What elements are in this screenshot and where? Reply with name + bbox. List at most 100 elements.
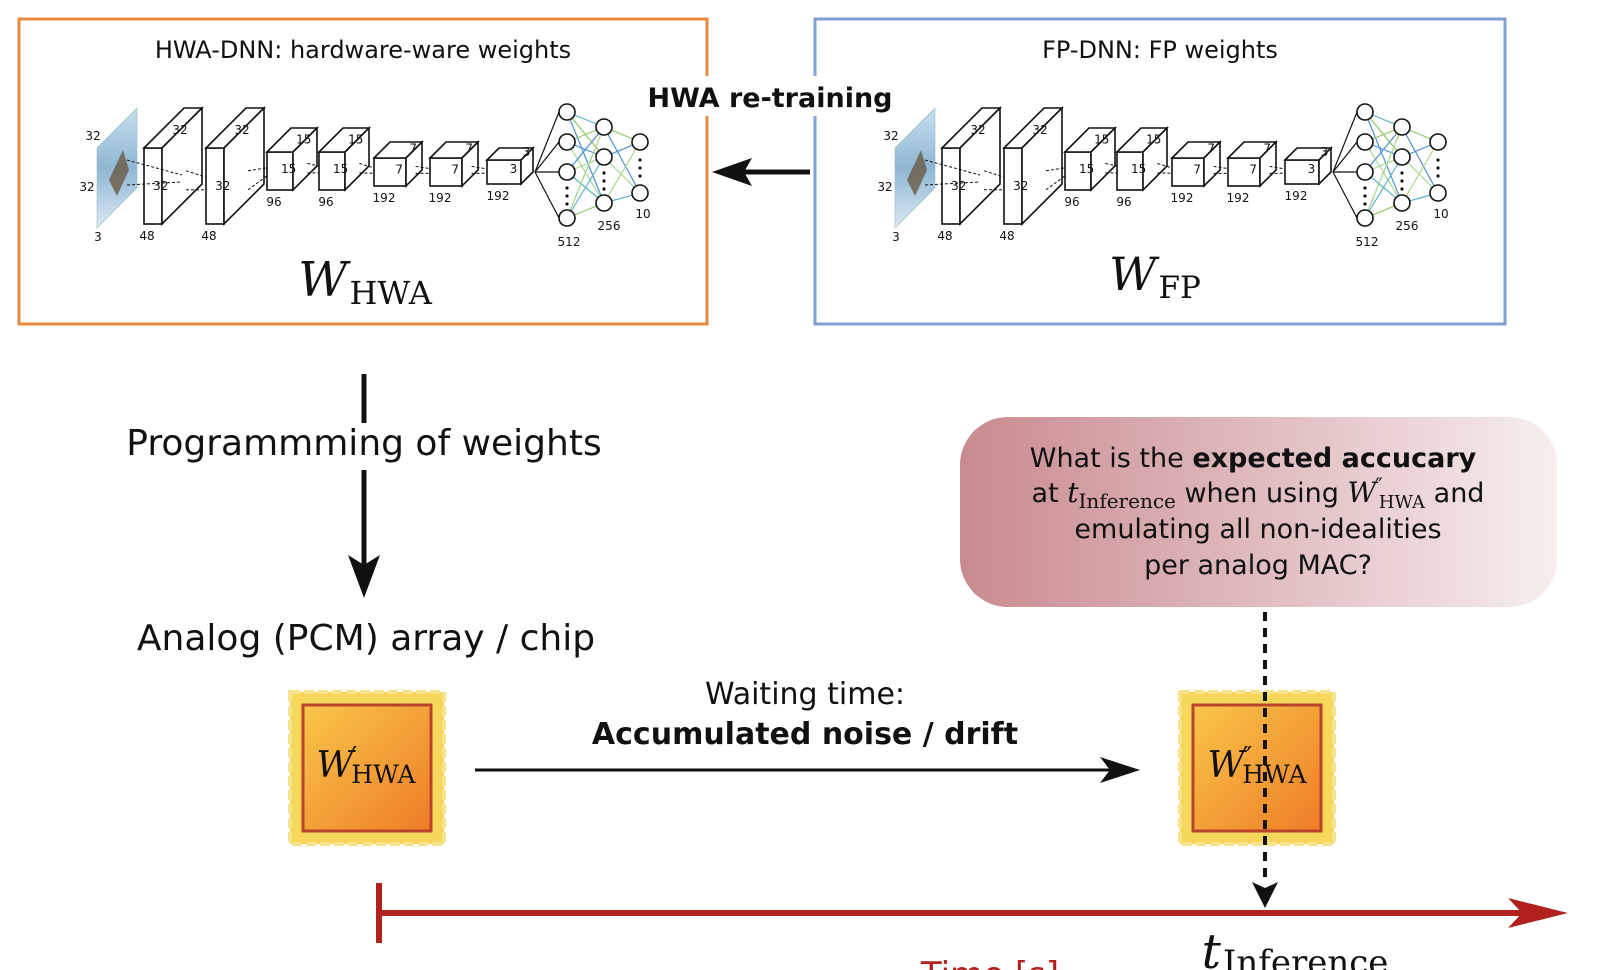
fc1-node xyxy=(1356,133,1374,151)
w-fp-label: WFP xyxy=(1109,247,1201,306)
retraining-arrow-head xyxy=(712,158,752,186)
fc-input-arrow xyxy=(534,141,560,173)
question-line-4: per analog MAC? xyxy=(1144,550,1372,581)
conv3-block-side xyxy=(292,126,318,192)
conv5-block-side xyxy=(1203,140,1221,188)
fc1-node xyxy=(1356,103,1374,121)
fc1-node xyxy=(1356,163,1374,181)
conv4-block-side xyxy=(1142,126,1168,192)
conv1-dim-w: 32 xyxy=(951,179,966,193)
conv1-dim-w: 32 xyxy=(153,179,168,193)
input-dim-w: 32 xyxy=(79,180,94,194)
programming-arrow-group: Programmming of weights xyxy=(126,374,602,598)
fc1-node xyxy=(1356,209,1374,227)
fc1-size: 512 xyxy=(1356,235,1379,249)
conv2-block-side xyxy=(223,106,265,226)
conv7-block-side xyxy=(1318,146,1332,186)
conv5-dim-c: 192 xyxy=(373,191,396,205)
retraining-label: HWA re-training xyxy=(647,83,892,114)
fp-dnn-box: FP-DNN: FP weights 323233232483232481515… xyxy=(813,17,1507,326)
chip-right-label: W″HWA xyxy=(1207,742,1307,789)
fc-edge-1 xyxy=(1364,111,1403,204)
inference-dotted-arrow xyxy=(1252,612,1278,908)
fc-ellipsis-dot xyxy=(1436,166,1440,170)
input-dim-h: 32 xyxy=(883,129,898,143)
fc-edge-2 xyxy=(1401,141,1439,204)
retraining-label-bg xyxy=(648,76,896,116)
analog-chip-label: Analog (PCM) array / chip xyxy=(137,618,595,659)
conv4-dim-c: 96 xyxy=(1116,195,1131,209)
fp-box-title: FP-DNN: FP weights xyxy=(1042,36,1278,64)
conv3-dim-c: 96 xyxy=(266,195,281,209)
fc1-node xyxy=(558,133,576,151)
fc-input-arrow xyxy=(1332,171,1358,219)
conv4-block-front xyxy=(318,151,346,191)
conv2-dim-w: 32 xyxy=(215,179,230,193)
fc-ellipsis-dot xyxy=(602,179,606,183)
question-bubble-bg xyxy=(960,417,1557,607)
hwa-box-border xyxy=(17,17,709,326)
conv5-dim-w: 7 xyxy=(1193,162,1201,176)
conv7-dim-h: 3 xyxy=(523,145,531,159)
question-bubble: What is the expected accucary at tInfere… xyxy=(960,417,1557,607)
fc-ellipsis-dot xyxy=(1400,179,1404,183)
time-axis-arrow-head xyxy=(1508,898,1568,928)
conv5-dim-h: 7 xyxy=(409,141,417,155)
fc-ellipsis-dot xyxy=(565,194,569,198)
fc-ellipsis-dot xyxy=(638,174,642,178)
input-image-subject xyxy=(109,150,129,196)
fc-ellipsis-dot xyxy=(1363,194,1367,198)
fc-ellipsis-dot xyxy=(638,166,642,170)
conv2-dim-c: 48 xyxy=(201,229,216,243)
conv5-dim-h: 7 xyxy=(1207,141,1215,155)
input-dim-c: 3 xyxy=(94,230,102,244)
conv5-block-side xyxy=(405,140,423,188)
fc-ellipsis-dot xyxy=(1436,174,1440,178)
conv2-link-a xyxy=(247,166,272,172)
chip-left-label: W′HWA xyxy=(316,742,416,789)
fc3-size: 10 xyxy=(1433,207,1448,221)
fc-ellipsis-dot xyxy=(1436,158,1440,162)
fc1-node xyxy=(558,209,576,227)
fc-edge-2 xyxy=(603,141,641,204)
fc-input-arrow xyxy=(534,111,560,173)
fc-ellipsis-dot xyxy=(1400,187,1404,191)
conv6-dim-w: 7 xyxy=(1249,162,1257,176)
fc-ellipsis-dot xyxy=(1400,171,1404,175)
fc-edge-1 xyxy=(1364,126,1403,173)
conv4-dim-c: 96 xyxy=(318,195,333,209)
conv2-link-a xyxy=(1045,166,1070,172)
conv3-link-a xyxy=(1105,162,1122,168)
fc-input-arrow xyxy=(1332,141,1358,173)
conv5-dim-c: 192 xyxy=(1171,191,1194,205)
conv2-dim-w: 32 xyxy=(1013,179,1028,193)
conv7-block-side xyxy=(520,146,534,186)
conv2-dim-h: 32 xyxy=(1032,123,1047,137)
chip-right: W″HWA xyxy=(1178,690,1336,846)
conv3-dim-c: 96 xyxy=(1064,195,1079,209)
conv2-block-side xyxy=(1021,106,1063,226)
conv1-dim-h: 32 xyxy=(172,123,187,137)
t-inference-label: tInference xyxy=(1202,924,1389,970)
input-image-subject xyxy=(907,150,927,196)
conv3-dim-w: 15 xyxy=(1079,162,1094,176)
conv2-dim-c: 48 xyxy=(999,229,1014,243)
fc-edge-2 xyxy=(1401,126,1439,194)
conv3-dim-w: 15 xyxy=(281,162,296,176)
conv7-dim-c: 192 xyxy=(1285,189,1308,203)
fc-ellipsis-dot xyxy=(1363,186,1367,190)
fc-edge-1 xyxy=(566,126,605,219)
conv4-dim-w: 15 xyxy=(333,162,348,176)
retraining-arrow-group: HWA re-training xyxy=(647,76,896,186)
question-line-1: What is the expected accucary xyxy=(1030,443,1477,474)
waiting-label: Waiting time: xyxy=(705,677,905,712)
fc2-node xyxy=(1393,118,1411,136)
hwa-box-title: HWA-DNN: hardware-ware weights xyxy=(155,36,571,64)
conv4-dim-w: 15 xyxy=(1131,162,1146,176)
conv1-block-side xyxy=(161,106,203,226)
fc-edge-1 xyxy=(1364,156,1403,219)
conv6-dim-w: 7 xyxy=(451,162,459,176)
fc3-node xyxy=(1429,184,1447,202)
programming-label: Programmming of weights xyxy=(126,423,601,464)
conv2-dim-h: 32 xyxy=(234,123,249,137)
